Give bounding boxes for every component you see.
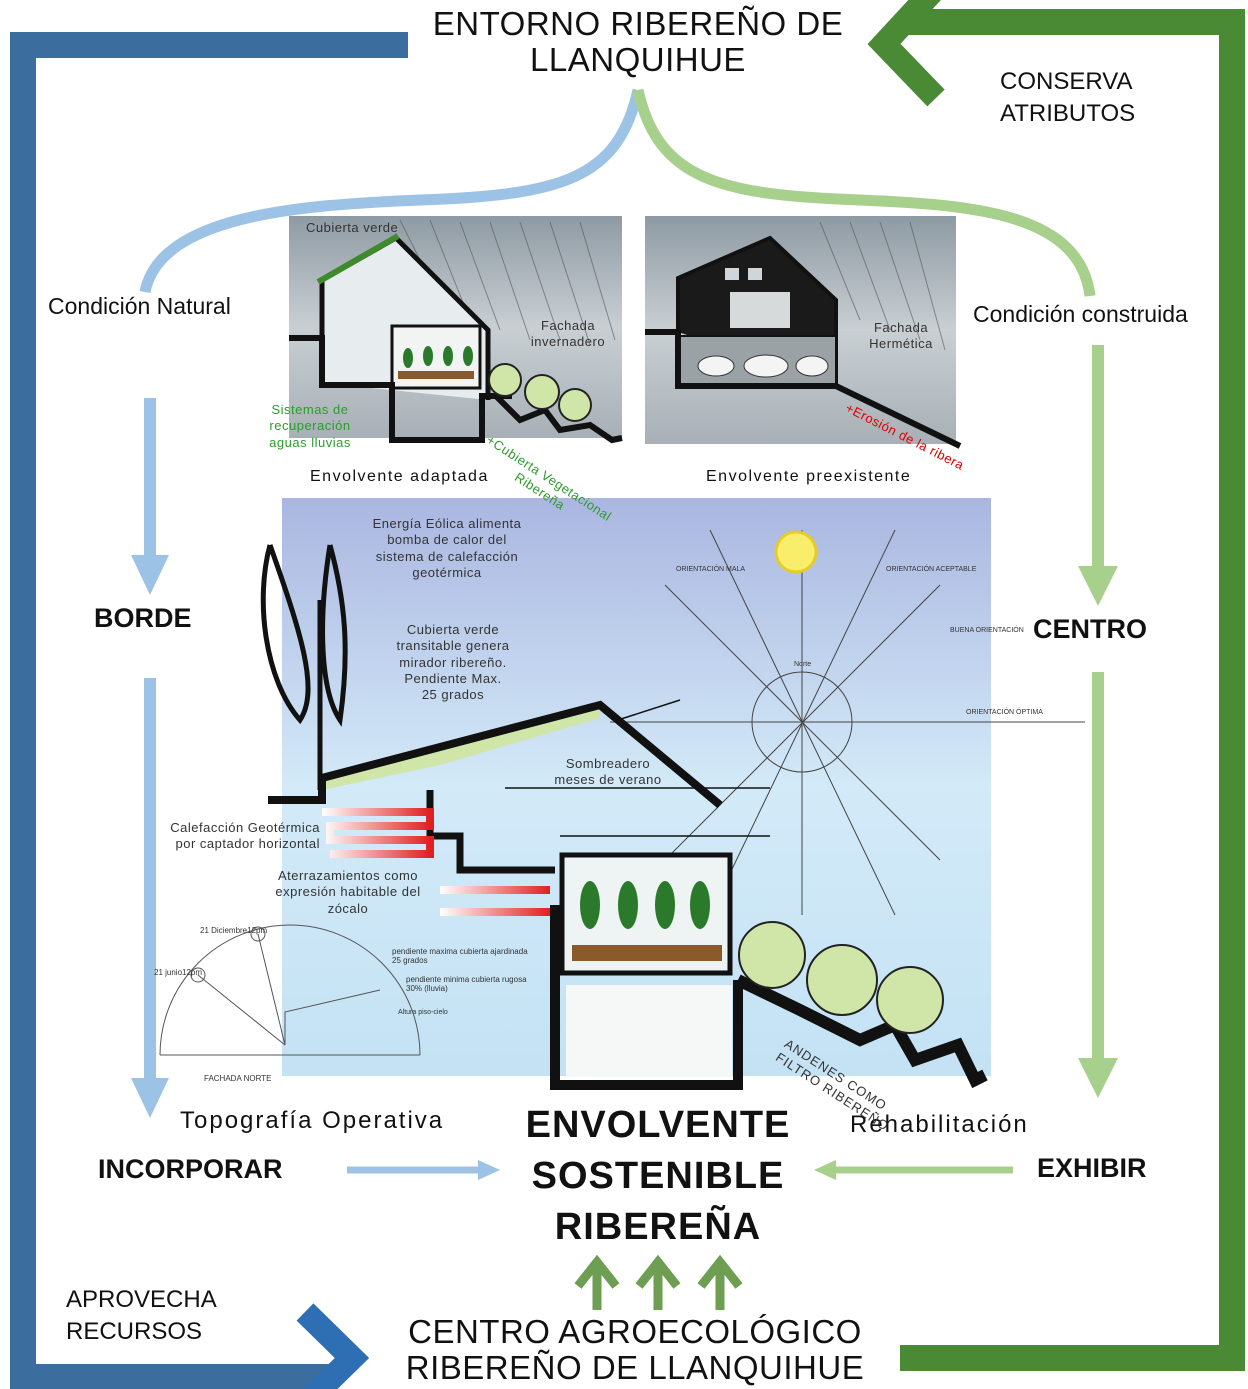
brace-left	[139, 88, 644, 294]
aprovecha-line1: APROVECHA	[66, 1286, 217, 1313]
trees	[738, 921, 944, 1034]
up-arrows	[574, 1254, 743, 1310]
rehabilitacion-label: Rehabilitación	[850, 1111, 1029, 1138]
roof-line3: mirador ribereño.	[399, 654, 507, 670]
top-title-line2: LLANQUIHUE	[530, 41, 746, 79]
central-concept: ENVOLVENTE SOSTENIBLE RIBEREÑA	[460, 1100, 856, 1253]
sistemas-label: Sistemas de recuperación aguas lluvias	[262, 402, 358, 451]
top-title-line1: ENTORNO RIBEREÑO DE	[432, 5, 844, 42]
roof-line4: Pendiente Max.	[404, 670, 502, 686]
shade-line1: Sombreadero	[565, 756, 651, 771]
geo-line1: Calefacción Geotérmica	[170, 820, 320, 835]
rain-line1: Sistemas de	[271, 402, 349, 417]
buena-orientacion: BUENA ORIENTACIÓN	[950, 627, 1024, 634]
conserva-arrow	[867, 0, 945, 107]
orientacion-aceptable: ORIENTACIÓN ACEPTABLE	[886, 566, 977, 573]
brace-right	[632, 88, 1096, 297]
right-arrowhead-1	[1078, 566, 1118, 606]
main-section-illustration	[260, 498, 1085, 1090]
sun	[774, 530, 818, 574]
panel-adapted-illustration	[289, 216, 623, 444]
orientation-compass	[610, 529, 1085, 916]
cubierta-verde-label: Cubierta verde	[306, 220, 399, 235]
terr-line2: expresión habitable del	[275, 884, 421, 900]
roof-line2: transitable genera	[396, 638, 510, 654]
hermetica-line1: Fachada	[873, 320, 929, 335]
sun-june: 21 junio12pm	[154, 968, 203, 977]
aprovecha-label: APROVECHA RECURSOS	[66, 1284, 217, 1349]
fachada-norte-label: FACHADA NORTE	[204, 1074, 272, 1083]
geotermica-note: Calefacción Geotérmica por captador hori…	[164, 820, 320, 853]
bottom-title-line1: CENTRO AGROECOLÓGICO	[408, 1313, 862, 1350]
rain-line3: aguas lluvias	[269, 434, 351, 450]
shade-line2: meses de verano	[554, 772, 662, 788]
aprovecha-line2: RECURSOS	[66, 1318, 203, 1346]
roof-line5: 25 grados	[421, 687, 485, 702]
eolica-note: Energía Eólica alimenta bomba de calor d…	[362, 516, 532, 581]
wind-turbine	[260, 544, 348, 790]
left-arrowhead-2	[131, 1078, 169, 1118]
topografia-label: Topografía Operativa	[180, 1107, 445, 1134]
terr-line3: zócalo	[327, 900, 369, 916]
fachada-hermetica-label: Fachada Hermética	[866, 320, 936, 353]
exhibir-arrowhead	[814, 1160, 836, 1180]
frame-green	[900, 9, 1245, 1371]
slope-max-note: pendiente maxima cubierta ajardinada 25 …	[392, 947, 528, 966]
central-line1: ENVOLVENTE	[525, 1104, 791, 1146]
aterrazamientos-note: Aterrazamientos como expresión habitable…	[268, 868, 428, 917]
orientacion-mala: ORIENTACIÓN MALA	[676, 566, 746, 573]
slope-max-line2: 25 grados	[392, 955, 428, 965]
condicion-natural: Condición Natural	[48, 293, 231, 319]
facade-line2: invernadero	[530, 334, 606, 350]
orientacion-optima: ORIENTACIÓN ÓPTIMA	[966, 709, 1043, 716]
north-label: Norte	[794, 661, 812, 668]
stepped-terrain	[735, 974, 988, 1089]
hermetica-line2: Hermética	[869, 336, 933, 352]
slope-min-note: pendiente minima cubierta rugosa 30% (ll…	[406, 975, 527, 994]
terr-line1: Aterrazamientos como	[277, 868, 419, 883]
right-arrowhead-2	[1078, 1058, 1118, 1098]
fachada-invernadero-label: Fachada invernadero	[528, 318, 608, 351]
wind-line1: Energía Eólica alimenta	[372, 516, 522, 531]
sun-angle-diagram	[159, 924, 421, 1056]
envolvente-preexistente-caption: Envolvente preexistente	[706, 468, 912, 485]
rain-line2: recuperación	[269, 418, 351, 434]
node-incorporar: INCORPORAR	[98, 1154, 283, 1184]
wind-line3: sistema de calefacción	[375, 548, 519, 564]
sombreadero-note: Sombreadero meses de verano	[548, 756, 668, 789]
left-arrowhead-1	[131, 555, 169, 595]
facade-line1: Fachada	[540, 318, 596, 333]
bottom-title: CENTRO AGROECOLÓGICO RIBEREÑO DE LLANQUI…	[385, 1313, 885, 1387]
node-exhibir: EXHIBIR	[1037, 1153, 1147, 1183]
incorporar-arrowhead	[478, 1160, 500, 1180]
node-borde: BORDE	[94, 603, 192, 633]
sun-december: 21 Diciembre12pm	[200, 926, 268, 935]
panel-existing-illustration	[645, 216, 962, 449]
envolvente-adaptada-caption: Envolvente adaptada	[310, 468, 489, 485]
height-label: Altura piso-cielo	[398, 1009, 448, 1016]
central-line2: SOSTENIBLE	[531, 1154, 785, 1197]
frame-blue	[10, 32, 408, 1389]
node-centro: CENTRO	[1033, 614, 1147, 644]
conserva-line1: CONSERVA	[1000, 68, 1133, 95]
slope-max-line1: pendiente maxima cubierta ajardinada	[392, 947, 528, 956]
geothermal-coil	[322, 808, 550, 916]
slope-min-line1: pendiente minima cubierta rugosa	[406, 975, 527, 984]
conserva-label: CONSERVA ATRIBUTOS	[1000, 66, 1135, 131]
bottom-title-line2: RIBEREÑO DE LLANQUIHUE	[405, 1349, 865, 1387]
central-line3: RIBEREÑA	[554, 1205, 762, 1248]
cubierta-transitable-note: Cubierta verde transitable genera mirado…	[388, 622, 518, 703]
top-title: ENTORNO RIBEREÑO DE LLANQUIHUE	[380, 5, 896, 79]
conserva-line2: ATRIBUTOS	[1000, 100, 1136, 128]
wind-line4: geotérmica	[412, 564, 482, 580]
wind-line2: bomba de calor del	[387, 532, 507, 548]
condicion-construida: Condición construida	[973, 301, 1188, 327]
slope-min-line2: 30% (lluvia)	[406, 983, 448, 993]
geo-line2: por captador horizontal	[175, 836, 320, 852]
roof-line1: Cubierta verde	[406, 622, 500, 637]
